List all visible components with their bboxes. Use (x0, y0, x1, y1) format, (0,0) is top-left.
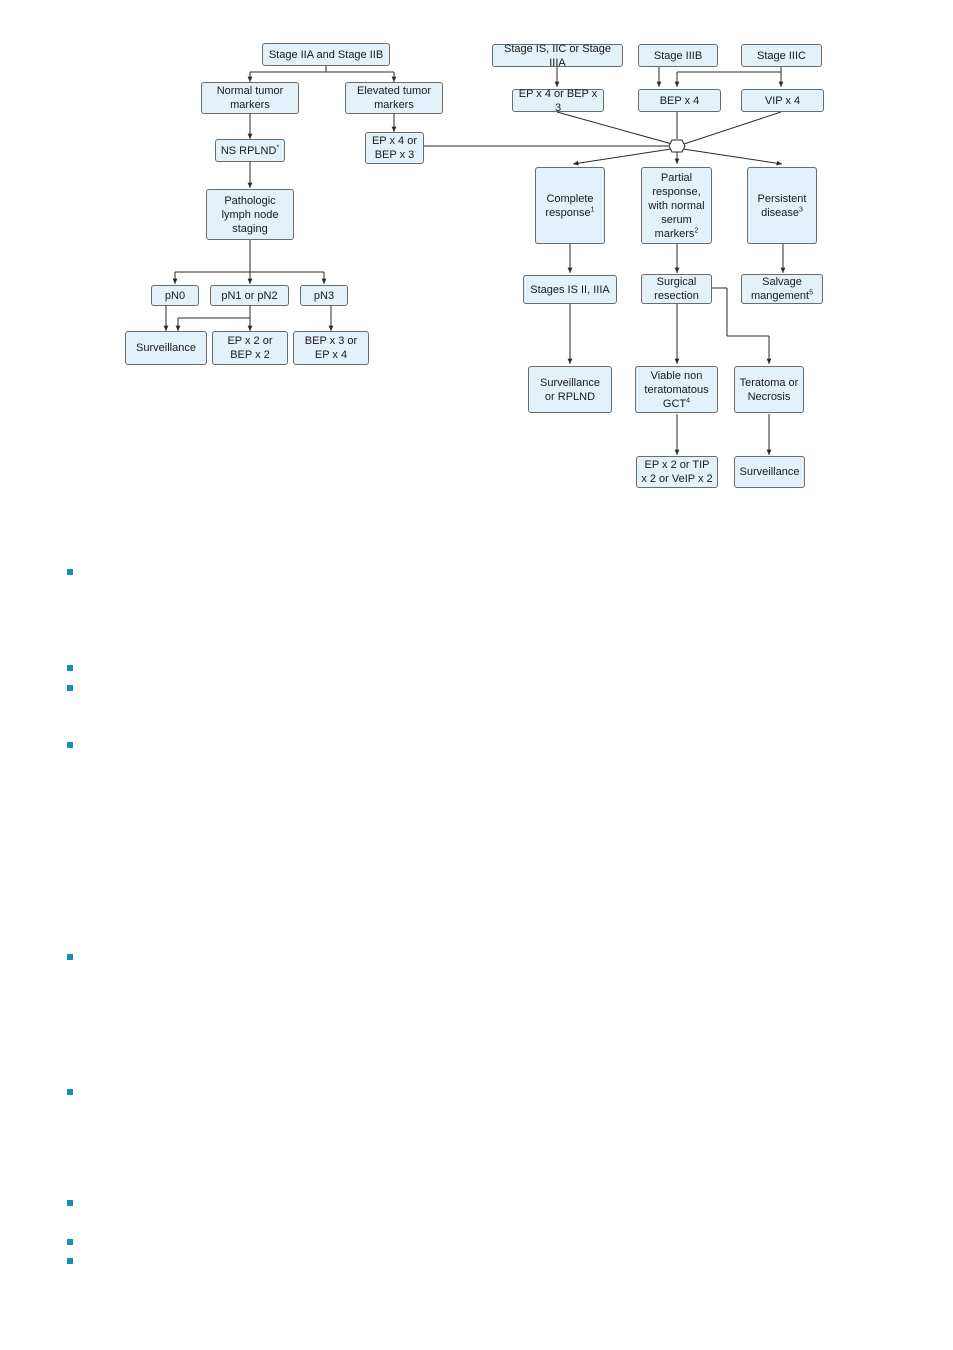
bullet-marker (67, 1258, 73, 1264)
surveillance-or-rplnd-node: Surveillance or RPLND (528, 366, 612, 413)
pn0-node: pN0 (151, 285, 199, 306)
complete-response-node: Complete response1 (535, 167, 605, 244)
surveillance-left-node: Surveillance (125, 331, 207, 365)
ns-rplnd-node: NS RPLND* (215, 139, 285, 162)
bullet-marker (67, 742, 73, 748)
bep3-ep4-node: BEP x 3 or EP x 4 (293, 331, 369, 365)
bullet-marker (67, 685, 73, 691)
treatment-flowchart: Stage IIA and Stage IIB Normal tumor mar… (0, 0, 953, 520)
elevated-tumor-markers-node: Elevated tumor markers (345, 82, 443, 114)
ep4-bep3-left-node: EP x 4 or BEP x 3 (365, 132, 424, 164)
flowchart-connectors (163, 66, 786, 455)
bullet-marker (67, 569, 73, 575)
stage-iiic-node: Stage IIIC (741, 44, 822, 67)
bullet-marker (67, 1089, 73, 1095)
surgical-resection-node: Surgical resection (641, 274, 712, 304)
stages-is-ii-iiia-node: Stages IS II, IIIA (523, 275, 617, 304)
surveillance-right-node: Surveillance (734, 456, 805, 488)
bep4-node: BEP x 4 (638, 89, 721, 112)
bullet-marker (67, 954, 73, 960)
pathologic-staging-node: Pathologic lymph node staging (206, 189, 294, 240)
teratoma-necrosis-node: Teratoma or Necrosis (734, 366, 804, 413)
ep4-bep3-right-node: EP x 4 or BEP x 3 (512, 88, 604, 114)
persistent-disease-node: Persistent disease3 (747, 167, 817, 244)
stage-iiib-node: Stage IIIB (638, 44, 718, 67)
ep2-bep2-node: EP x 2 or BEP x 2 (212, 331, 288, 365)
bullet-marker (67, 1200, 73, 1206)
ep2-tip2-veip2-node: EP x 2 or TIP x 2 or VeIP x 2 (636, 456, 718, 488)
pn3-node: pN3 (300, 285, 348, 306)
normal-tumor-markers-node: Normal tumor markers (201, 82, 299, 114)
convergence-hub (668, 139, 686, 153)
viable-gct-node: Viable non teratomatous GCT4 (635, 366, 718, 413)
stage-iia-iib-node: Stage IIA and Stage IIB (262, 43, 390, 66)
bullet-marker (67, 1239, 73, 1245)
bullet-marker (67, 665, 73, 671)
vip4-node: VIP x 4 (741, 89, 824, 112)
salvage-management-node: Salvage mangement5 (741, 274, 823, 304)
pn1-pn2-node: pN1 or pN2 (210, 285, 289, 306)
stage-is-iic-iiia-node: Stage IS, IIC or Stage IIIA (492, 43, 623, 69)
partial-response-node: Partial response, with normal serum mark… (641, 167, 712, 244)
